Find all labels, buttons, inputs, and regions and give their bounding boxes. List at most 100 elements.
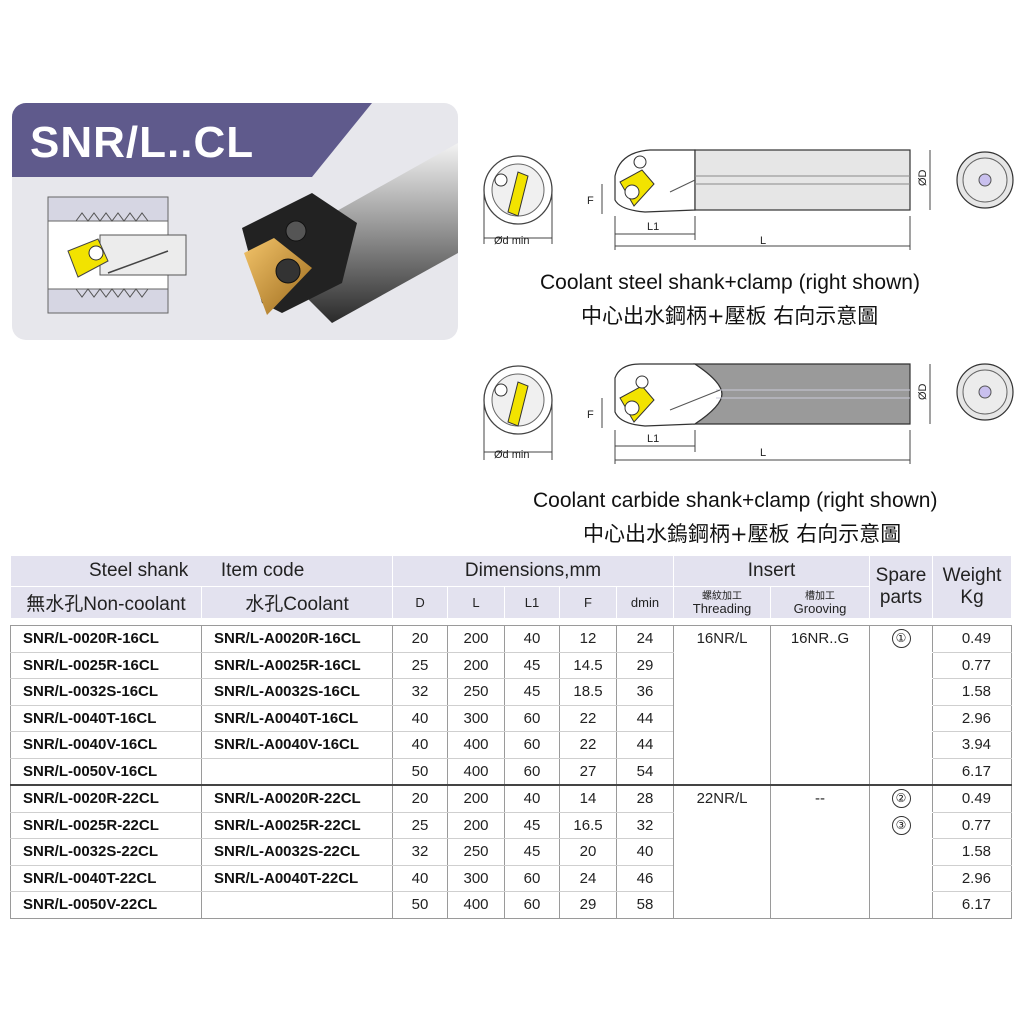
- dim-dmin: 29: [616, 652, 674, 679]
- dim-f: 24: [559, 865, 617, 892]
- weight-header: Weight Kg: [932, 555, 1013, 619]
- weight-value: 2.96: [932, 865, 1013, 892]
- dim-l: 250: [447, 678, 505, 706]
- threading-insert: 22NR/L: [673, 784, 771, 919]
- coolant-code: SNR/L-A0032S-16CL: [200, 678, 393, 706]
- coolant-code: [200, 758, 393, 786]
- dim-dmin: 40: [616, 838, 674, 866]
- dim-f: 14: [559, 784, 617, 813]
- col-dmin: dmin: [616, 586, 675, 619]
- bore-section-drawing: [47, 196, 187, 314]
- grooving-insert: --: [770, 784, 870, 919]
- dim-l1: 45: [504, 678, 560, 706]
- dim-l: 200: [447, 652, 505, 679]
- spare-part-number: ①: [891, 629, 911, 649]
- d-label-2: ØD: [917, 383, 929, 400]
- d-label: ØD: [917, 169, 929, 186]
- spare-parts-cell: [869, 838, 933, 865]
- threading-header: 螺紋加工 Threading: [673, 586, 772, 619]
- dim-f: 12: [559, 625, 617, 653]
- dim-dmin: 24: [616, 625, 674, 653]
- dim-f: 22: [559, 731, 617, 759]
- l-label: L: [760, 235, 766, 247]
- dim-l1: 60: [504, 758, 560, 786]
- spare-part-number: ③: [891, 815, 911, 835]
- dim-f: 22: [559, 705, 617, 732]
- coolant-code: SNR/L-A0025R-22CL: [200, 812, 393, 839]
- dim-f: 18.5: [559, 678, 617, 706]
- coolant-header: 水孔Coolant: [200, 586, 394, 619]
- spare-parts-cell: [869, 891, 933, 919]
- dimensions-header: Dimensions,mm: [392, 555, 675, 587]
- dim-d: 25: [392, 812, 448, 839]
- title-band: [12, 103, 372, 177]
- coolant-code: SNR/L-A0040V-16CL: [200, 731, 393, 759]
- coolant-code: [200, 891, 393, 919]
- dim-d: 20: [392, 625, 448, 653]
- dim-dmin: 58: [616, 891, 674, 919]
- non-coolant-code: SNR/L-0025R-16CL: [10, 652, 202, 679]
- product-title: SNR/L..CL: [30, 118, 255, 167]
- f-label: F: [587, 195, 594, 207]
- dim-dmin: 44: [616, 705, 674, 732]
- carbide-caption-zh: 中心出水鎢鋼柄+壓板 右向示意圖: [583, 522, 902, 546]
- dim-d: 50: [392, 891, 448, 919]
- dim-l1: 60: [504, 731, 560, 759]
- steel-shank-label: Steel shank: [89, 560, 189, 581]
- weight-value: 0.77: [932, 652, 1013, 679]
- non-coolant-code: SNR/L-0040T-16CL: [10, 705, 202, 732]
- dim-d: 40: [392, 705, 448, 732]
- spec-table: Steel shank Item code Dimensions,mm Inse…: [9, 555, 1013, 919]
- coolant-code: SNR/L-A0040T-16CL: [200, 705, 393, 732]
- dim-l1: 40: [504, 784, 560, 813]
- coolant-code: SNR/L-A0040T-22CL: [200, 865, 393, 892]
- grooving-en: Grooving: [793, 600, 847, 616]
- spare-parts-cell: [869, 678, 933, 705]
- dim-dmin: 54: [616, 758, 674, 786]
- spare-label-2: parts: [879, 587, 923, 608]
- dim-f: 20: [559, 838, 617, 866]
- weight-value: 2.96: [932, 705, 1013, 732]
- spare-parts-cell: ②: [869, 784, 933, 812]
- weight-value: 6.17: [932, 891, 1013, 919]
- non-coolant-code: SNR/L-0020R-22CL: [10, 784, 202, 813]
- dim-dmin: 32: [616, 812, 674, 839]
- dim-d: 40: [392, 865, 448, 892]
- spare-parts-cell: [869, 758, 933, 786]
- col-f: F: [559, 586, 618, 619]
- col-d: D: [392, 586, 449, 619]
- weight-label-1: Weight: [942, 565, 1002, 586]
- spare-parts-cell: [869, 705, 933, 732]
- steel-shank-diagram: Ød min F L1 L ØD: [483, 149, 1014, 250]
- weight-value: 1.58: [932, 678, 1013, 706]
- dim-f: 14.5: [559, 652, 617, 679]
- threading-insert: 16NR/L: [673, 625, 771, 786]
- non-coolant-code: SNR/L-0040V-16CL: [10, 731, 202, 759]
- dim-f: 16.5: [559, 812, 617, 839]
- steel-caption-en: Coolant steel shank+clamp (right shown): [540, 271, 920, 294]
- spare-parts-cell: [869, 652, 933, 679]
- insert-header: Insert: [673, 555, 871, 587]
- dim-d: 20: [392, 784, 448, 813]
- dim-l: 250: [447, 838, 505, 866]
- dim-l: 400: [447, 758, 505, 786]
- col-l1: L1: [504, 586, 561, 619]
- steel-caption-zh: 中心出水鋼柄+壓板 右向示意圖: [581, 304, 879, 328]
- weight-value: 6.17: [932, 758, 1013, 786]
- carbide-caption-en: Coolant carbide shank+clamp (right shown…: [533, 489, 938, 512]
- dim-d: 32: [392, 838, 448, 866]
- threading-zh: 螺紋加工: [702, 590, 743, 602]
- dim-l: 200: [447, 784, 505, 813]
- non-coolant-header: 無水孔Non-coolant: [10, 586, 202, 619]
- dmin-label: Ød min: [494, 235, 529, 247]
- non-coolant-code: SNR/L-0032S-16CL: [10, 678, 202, 706]
- dim-f: 29: [559, 891, 617, 919]
